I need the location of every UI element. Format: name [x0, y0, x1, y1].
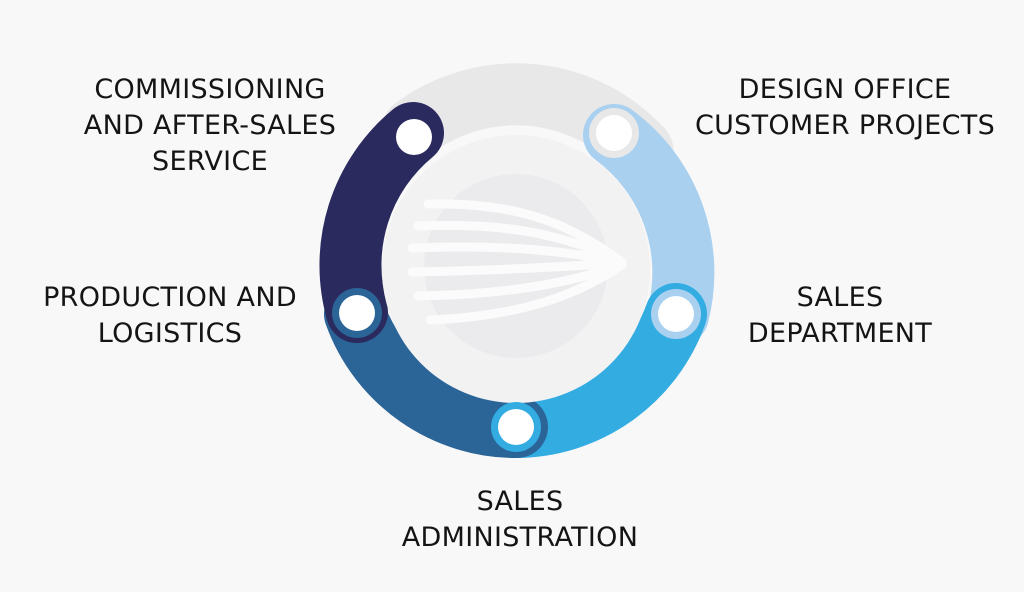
- label-line: ADMINISTRATION: [401, 522, 639, 553]
- label-line: PRODUCTION AND: [43, 282, 297, 313]
- label-line: COMMISSIONING: [94, 74, 326, 105]
- label-commissioning: COMMISSIONING AND AFTER-SALES SERVICE: [60, 72, 360, 180]
- label-sales-administration: SALES ADMINISTRATION: [370, 484, 670, 556]
- label-line: DESIGN OFFICE: [738, 74, 952, 105]
- node-sales-department: [651, 289, 701, 339]
- label-line: AND AFTER-SALES: [83, 110, 337, 141]
- label-line: SERVICE: [152, 146, 268, 177]
- label-line: CUSTOMER PROJECTS: [694, 110, 996, 141]
- label-sales-department: SALES DEPARTMENT: [720, 280, 960, 352]
- node-commissioning: [389, 112, 439, 162]
- label-line: SALES: [476, 486, 564, 517]
- label-line: SALES: [796, 282, 884, 313]
- converging-lines-logo: [407, 174, 627, 358]
- label-line: DEPARTMENT: [747, 318, 933, 349]
- node-design-office: [589, 108, 639, 158]
- label-design-office: DESIGN OFFICE CUSTOMER PROJECTS: [680, 72, 1010, 144]
- label-line: LOGISTICS: [97, 318, 243, 349]
- node-production-logistics: [332, 288, 382, 338]
- label-production-logistics: PRODUCTION AND LOGISTICS: [20, 280, 320, 352]
- node-sales-administration: [491, 402, 541, 452]
